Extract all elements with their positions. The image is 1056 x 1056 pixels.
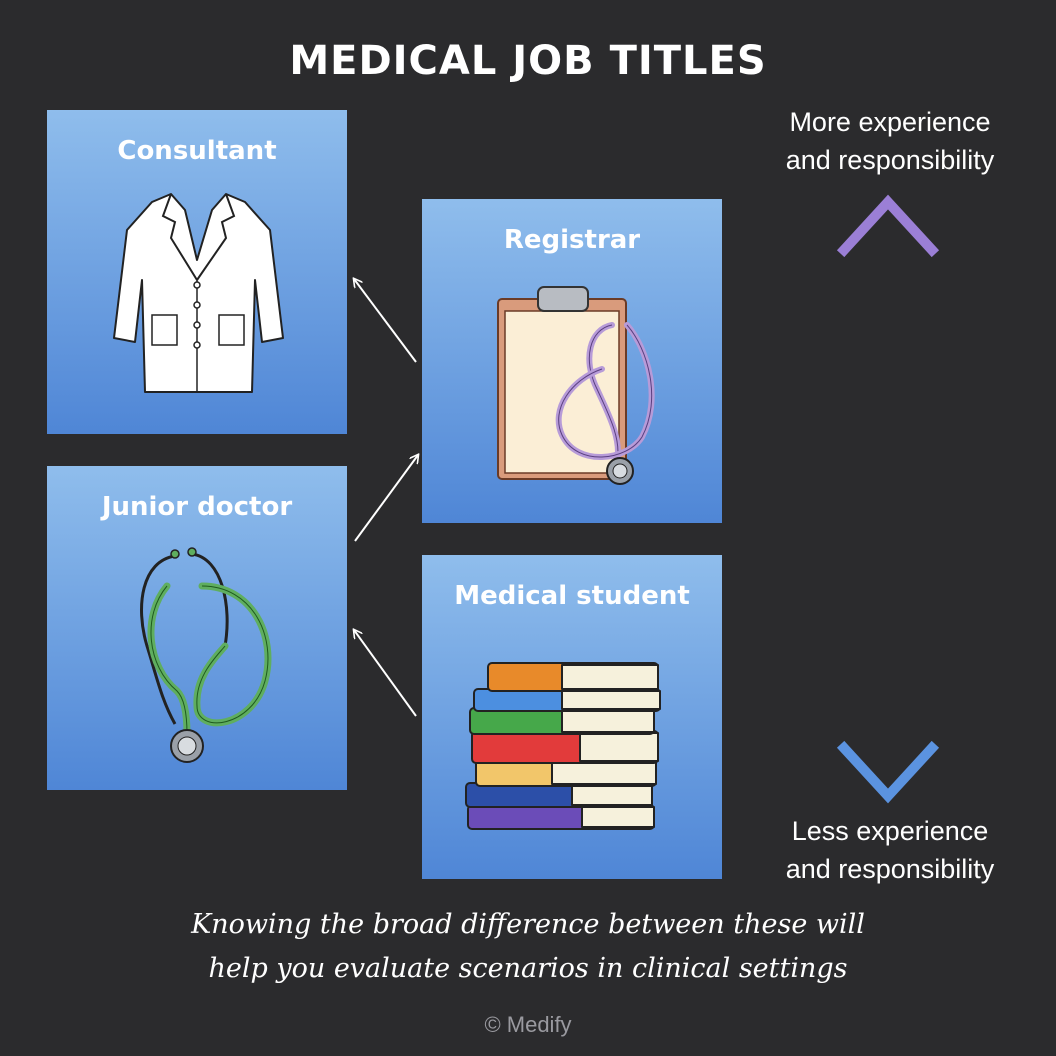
- card-consultant: Consultant: [47, 110, 347, 434]
- copyright: © Medify: [484, 1012, 572, 1037]
- arrow-junior-to-registrar: [354, 455, 418, 542]
- lab-coat-icon: [113, 193, 284, 393]
- scale-top-label: More experience and responsibility: [785, 107, 995, 175]
- card-consultant-label: Consultant: [117, 136, 277, 166]
- clipboard-stethoscope-icon: [497, 286, 655, 485]
- arrow-registrar-to-consultant: [354, 279, 417, 363]
- stethoscope-icon: [140, 547, 272, 763]
- card-medical-student: Medical student: [422, 555, 722, 879]
- caption: Knowing the broad difference between the…: [191, 909, 865, 984]
- card-junior-doctor: Junior doctor: [47, 466, 347, 790]
- card-junior-doctor-label: Junior doctor: [101, 492, 293, 522]
- card-registrar-label: Registrar: [503, 225, 641, 255]
- card-registrar: Registrar: [422, 199, 722, 523]
- page-title: MEDICAL JOB TITLES: [289, 38, 767, 84]
- arrow-student-to-junior: [354, 630, 417, 717]
- book-stack-icon: [465, 662, 661, 830]
- scale-bottom-label: Less experience and responsibility: [785, 816, 995, 884]
- card-medical-student-label: Medical student: [454, 581, 690, 611]
